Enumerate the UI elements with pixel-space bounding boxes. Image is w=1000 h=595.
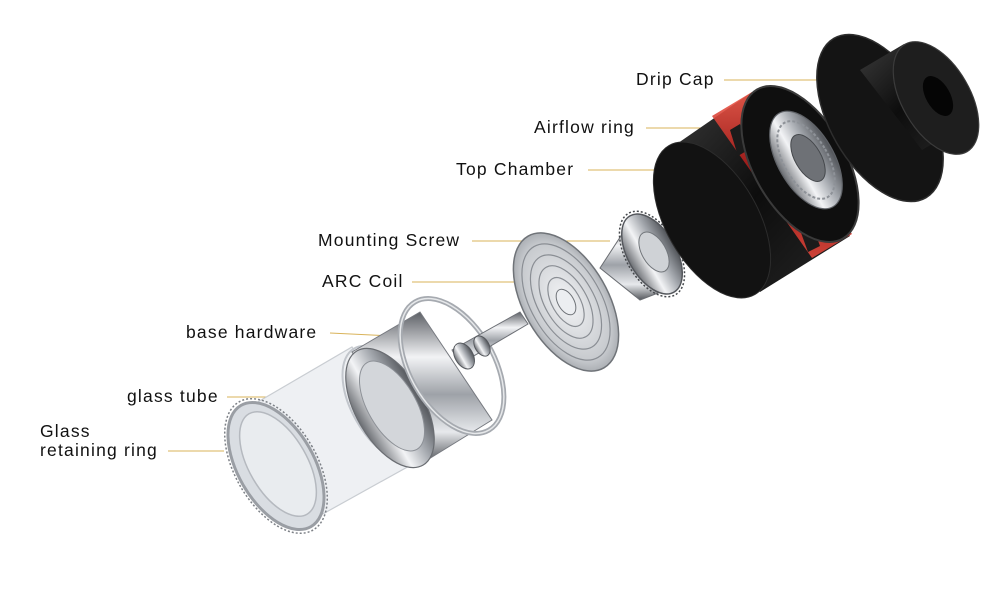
top-chamber-chimney-threads: [776, 120, 836, 200]
base-hardware-part: [345, 296, 529, 469]
label-glass-retaining-ring: Glass retaining ring: [40, 422, 158, 460]
drip-cap-part: [816, 33, 980, 203]
arc-coil-part: [512, 232, 620, 372]
arc-coil-ridge-2: [529, 254, 603, 350]
glass-retaining-ring-knurl: [223, 397, 329, 535]
label-glass-tube: glass tube: [127, 386, 219, 406]
mounting-screw-bore: [638, 231, 670, 273]
drip-cap-tip-hole: [922, 76, 954, 116]
label-drip-cap: Drip Cap: [636, 69, 715, 89]
label-mounting-screw: Mounting Screw: [318, 230, 461, 250]
arc-coil-center: [555, 288, 577, 316]
label-airflow-ring: Airflow ring: [534, 117, 635, 137]
center-post-nut-1: [453, 342, 475, 370]
base-hardware-ring-hole: [358, 360, 426, 452]
arc-coil-ridge-1: [521, 243, 611, 361]
arc-coil-ridge-3: [538, 265, 594, 339]
center-post-nut-2: [473, 335, 491, 357]
label-glass-retaining-ring-line1: Glass: [40, 421, 91, 441]
label-arc-coil: ARC Coil: [322, 271, 404, 291]
glass-retaining-ring-inner: [238, 410, 318, 518]
label-top-chamber: Top Chamber: [456, 159, 575, 179]
label-glass-retaining-ring-line2: retaining ring: [40, 440, 158, 460]
top-chamber-base-edge: [652, 141, 772, 299]
label-base-hardware: base hardware: [186, 322, 318, 342]
arc-coil-ridge-4: [547, 276, 585, 328]
top-chamber-chimney-hole: [790, 134, 826, 182]
top-chamber-part: [652, 85, 860, 299]
